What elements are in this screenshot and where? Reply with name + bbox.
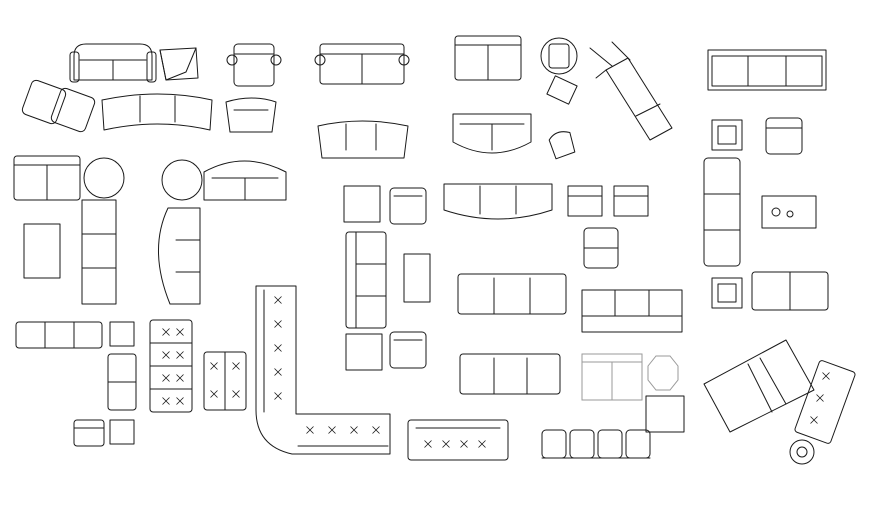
tub-chair-block bbox=[225, 97, 277, 133]
side-table-square-block bbox=[711, 119, 743, 151]
small-ottoman-block bbox=[109, 321, 135, 347]
chesterfield-sofa-block bbox=[317, 120, 409, 159]
small-square-block bbox=[109, 419, 135, 445]
loveseat-horizontal-block bbox=[751, 271, 829, 311]
club-chair-block bbox=[765, 117, 803, 155]
loveseat-vertical-block bbox=[107, 353, 137, 411]
round-side-table-block bbox=[789, 439, 815, 465]
two-seat-sofa-block bbox=[314, 43, 410, 85]
rug-rectangle-block bbox=[23, 223, 61, 279]
sofa-vertical-block bbox=[345, 231, 387, 329]
three-seat-low-sofa-block bbox=[15, 321, 103, 349]
office-chair-block bbox=[583, 227, 619, 269]
coffee-table-block bbox=[761, 195, 817, 229]
tufted-sectional-block bbox=[149, 319, 193, 413]
long-sofa-block bbox=[707, 49, 827, 91]
theater-seating-block bbox=[541, 429, 651, 459]
lounge-chair-block bbox=[389, 187, 427, 225]
grey-sectional-block bbox=[581, 353, 685, 433]
loveseat-block bbox=[454, 35, 522, 81]
armchair-block bbox=[226, 43, 282, 87]
wing-chair-block bbox=[159, 47, 199, 81]
round-chair-block bbox=[540, 37, 578, 75]
side-table-small-block bbox=[711, 277, 743, 309]
square-side-table-block bbox=[343, 185, 381, 223]
deck-lounger-block bbox=[703, 339, 815, 433]
rounded-loveseat-block bbox=[452, 113, 532, 154]
armchair-pair-block bbox=[345, 331, 427, 371]
tufted-bench-block bbox=[203, 351, 247, 411]
round-table-block bbox=[161, 159, 203, 201]
small-chairs-block bbox=[546, 75, 578, 160]
l-shaped-tufted-sectional-block bbox=[255, 285, 391, 455]
three-seat-sofa-block bbox=[457, 273, 567, 315]
three-seat-vertical-sofa-block bbox=[81, 199, 117, 305]
tufted-three-seat-sofa-block bbox=[407, 419, 509, 461]
curved-sofa-block bbox=[101, 93, 213, 131]
classic-sofa-block bbox=[69, 43, 157, 83]
corner-sofa-block bbox=[203, 160, 287, 201]
twin-recliners-block bbox=[21, 79, 96, 133]
recliner-lounge-block bbox=[589, 41, 673, 141]
vertical-sofa-block bbox=[703, 157, 741, 267]
armchair-small-block bbox=[73, 419, 105, 447]
three-seat-curved-sofa-block bbox=[443, 183, 553, 220]
dining-chairs-block bbox=[567, 185, 649, 217]
three-seat-sofa-lower-block bbox=[459, 353, 561, 395]
curved-daybed-block bbox=[157, 207, 201, 305]
tufted-loveseat-vertical-block bbox=[794, 360, 856, 444]
rectangular-table-block bbox=[403, 253, 431, 303]
sectional-with-ottoman-block bbox=[13, 155, 125, 201]
tuxedo-sofa-block bbox=[581, 289, 683, 333]
